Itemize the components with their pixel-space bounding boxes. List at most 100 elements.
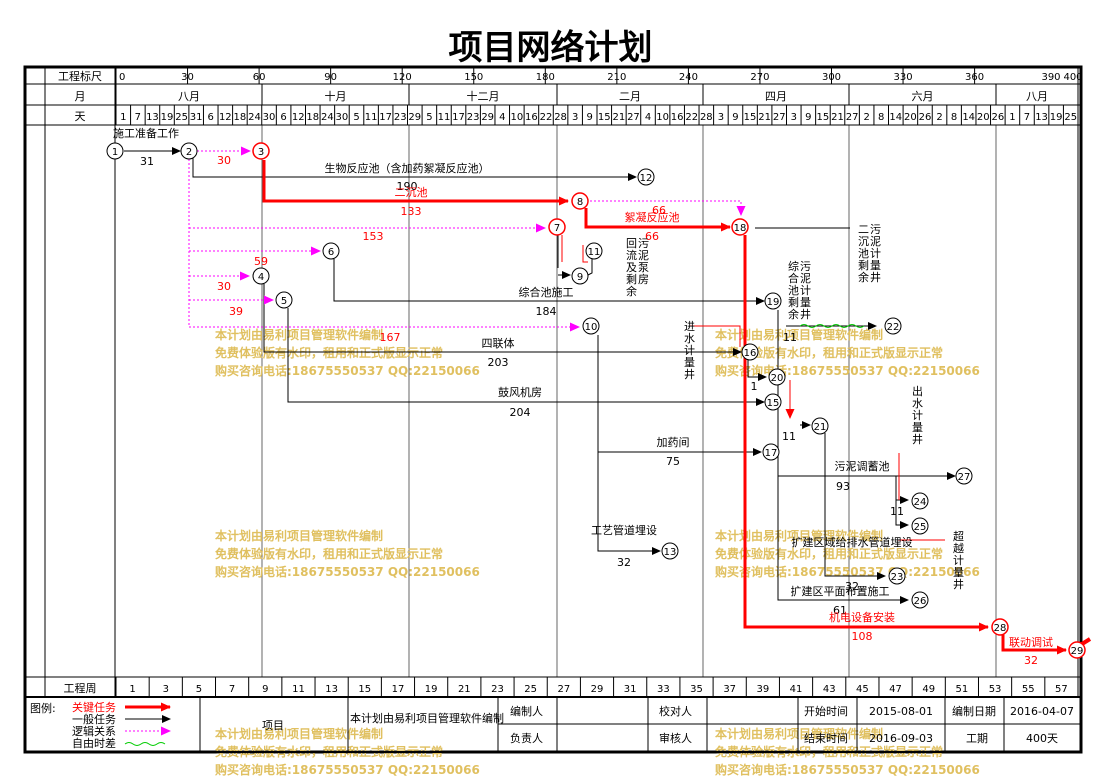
day-label-cell: 24	[321, 112, 334, 123]
arrow-6-18	[333, 259, 765, 305]
node-5: 5	[275, 291, 293, 309]
activity-label: 二沉池	[395, 186, 428, 199]
legend-float-line	[124, 742, 166, 746]
node-19: 19	[764, 292, 782, 310]
week-label-cell: 49	[922, 684, 935, 695]
day-label-cell: 22	[685, 112, 698, 123]
activity-label-vertical: 进水计量井	[684, 320, 695, 381]
activity-label-vertical: 回流及剩余污泥泵房	[626, 237, 649, 298]
activity-duration: 11	[782, 430, 796, 443]
node-number: 16	[744, 348, 757, 359]
scale-tick-label: 60	[253, 72, 266, 83]
scale-tick-label: 270	[750, 72, 769, 83]
watermark-line: 本计划由易利项目管理软件编制	[715, 726, 883, 741]
day-label-cell: 27	[627, 112, 640, 123]
node-26: 26	[911, 591, 929, 609]
scale-tick-label: 210	[607, 72, 626, 83]
week-label-cell: 57	[1055, 684, 1068, 695]
week-label-cell: 33	[657, 684, 670, 695]
week-label-cell: 43	[823, 684, 836, 695]
activity-duration: 31	[140, 155, 154, 168]
activity-duration: 93	[836, 480, 850, 493]
week-label-cell: 1	[129, 684, 135, 695]
week-label-cell: 37	[723, 684, 736, 695]
node-number: 1	[112, 147, 118, 158]
node-15: 15	[764, 393, 782, 411]
node-number: 27	[958, 472, 971, 483]
node-number: 4	[258, 272, 264, 283]
node-number: 2	[186, 147, 192, 158]
node-16: 16	[741, 343, 759, 361]
activity-duration: 1	[751, 380, 758, 393]
end-value: 2016-09-03	[869, 732, 933, 745]
proofreader-label: 校对人	[659, 704, 692, 718]
legend-footer: 图例: 关键任务 一般任务 逻辑关系 自由时差 项目 本计划由易利项目管理软件编…	[25, 697, 1081, 753]
node-circle	[180, 142, 198, 160]
day-label-cell: 7	[135, 112, 141, 123]
week-label-cell: 51	[956, 684, 969, 695]
end-label: 结束时间	[804, 732, 848, 745]
scale-tick-label: 0	[119, 72, 125, 83]
node-circle	[106, 142, 124, 160]
node-13: 13	[661, 542, 679, 560]
node-1: 1	[106, 142, 124, 160]
node-7: 7	[548, 218, 566, 236]
legend-float-label: 自由时差	[72, 736, 116, 750]
day-label-cell: 11	[438, 112, 451, 123]
node-circle	[252, 267, 270, 285]
scale-tick-label: 240	[679, 72, 698, 83]
arrow-to-23	[824, 433, 886, 580]
day-label-cell: 29	[481, 112, 494, 123]
arrow-to-28	[743, 235, 989, 632]
watermark: 本计划由易利项目管理软件编制 免费体验版有水印，租用和正式版显示正常 购买咨询电…	[215, 327, 980, 777]
arrow-28-29	[1001, 634, 1067, 655]
watermark-line: 本计划由易利项目管理软件编制	[215, 528, 383, 543]
node-number: 28	[994, 623, 1007, 634]
day-label-cell: 25	[1064, 112, 1077, 123]
day-label-cell: 9	[732, 112, 738, 123]
node-number: 10	[585, 322, 598, 333]
activity-label: 加药间	[657, 436, 690, 449]
node-22: 22	[884, 317, 902, 335]
node-circle	[911, 517, 929, 535]
day-label-cell: 25	[175, 112, 188, 123]
activity-label: 鼓风机房	[498, 385, 542, 399]
day-label-cell: 10	[510, 112, 523, 123]
legend-critical-label: 关键任务	[72, 700, 116, 714]
day-label-cell: 13	[1035, 112, 1048, 123]
duration-label: 工期	[966, 732, 988, 745]
week-label-cell: 25	[524, 684, 537, 695]
day-label-cell: 12	[292, 112, 305, 123]
day-label-cell: 30	[263, 112, 276, 123]
activity-label: 生物反应池（含加药絮凝反应池）	[325, 161, 490, 175]
node-circle	[571, 267, 589, 285]
day-label-cell: 3	[572, 112, 578, 123]
month-label-cell: 四月	[765, 90, 787, 103]
day-label-cell: 7	[1024, 112, 1030, 123]
week-label-cell: 35	[690, 684, 703, 695]
day-label-cell: 28	[700, 112, 713, 123]
node-18: 18	[731, 218, 749, 236]
day-label-cell: 6	[208, 112, 214, 123]
day-label-cell: 17	[379, 112, 392, 123]
watermark-line: 购买咨询电话:18675550537 QQ:22150066	[215, 762, 480, 777]
activity-duration: 30	[217, 280, 231, 293]
node-circle	[911, 591, 929, 609]
week-label-cell: 17	[392, 684, 405, 695]
node-25: 25	[911, 517, 929, 535]
node-number: 15	[767, 398, 780, 409]
node-circle	[811, 417, 829, 435]
node-21: 21	[811, 417, 829, 435]
week-label-cell: 15	[358, 684, 371, 695]
node-2: 2	[180, 142, 198, 160]
week-label-cell: 19	[425, 684, 438, 695]
node-29: 29	[1068, 641, 1086, 659]
scale-tick-label: 390	[1041, 72, 1060, 83]
node-number: 25	[914, 522, 927, 533]
month-label-cell: 八月	[178, 90, 200, 103]
day-label-cell: 19	[1050, 112, 1063, 123]
week-label-cell: 41	[790, 684, 803, 695]
day-label-cell: 20	[904, 112, 917, 123]
